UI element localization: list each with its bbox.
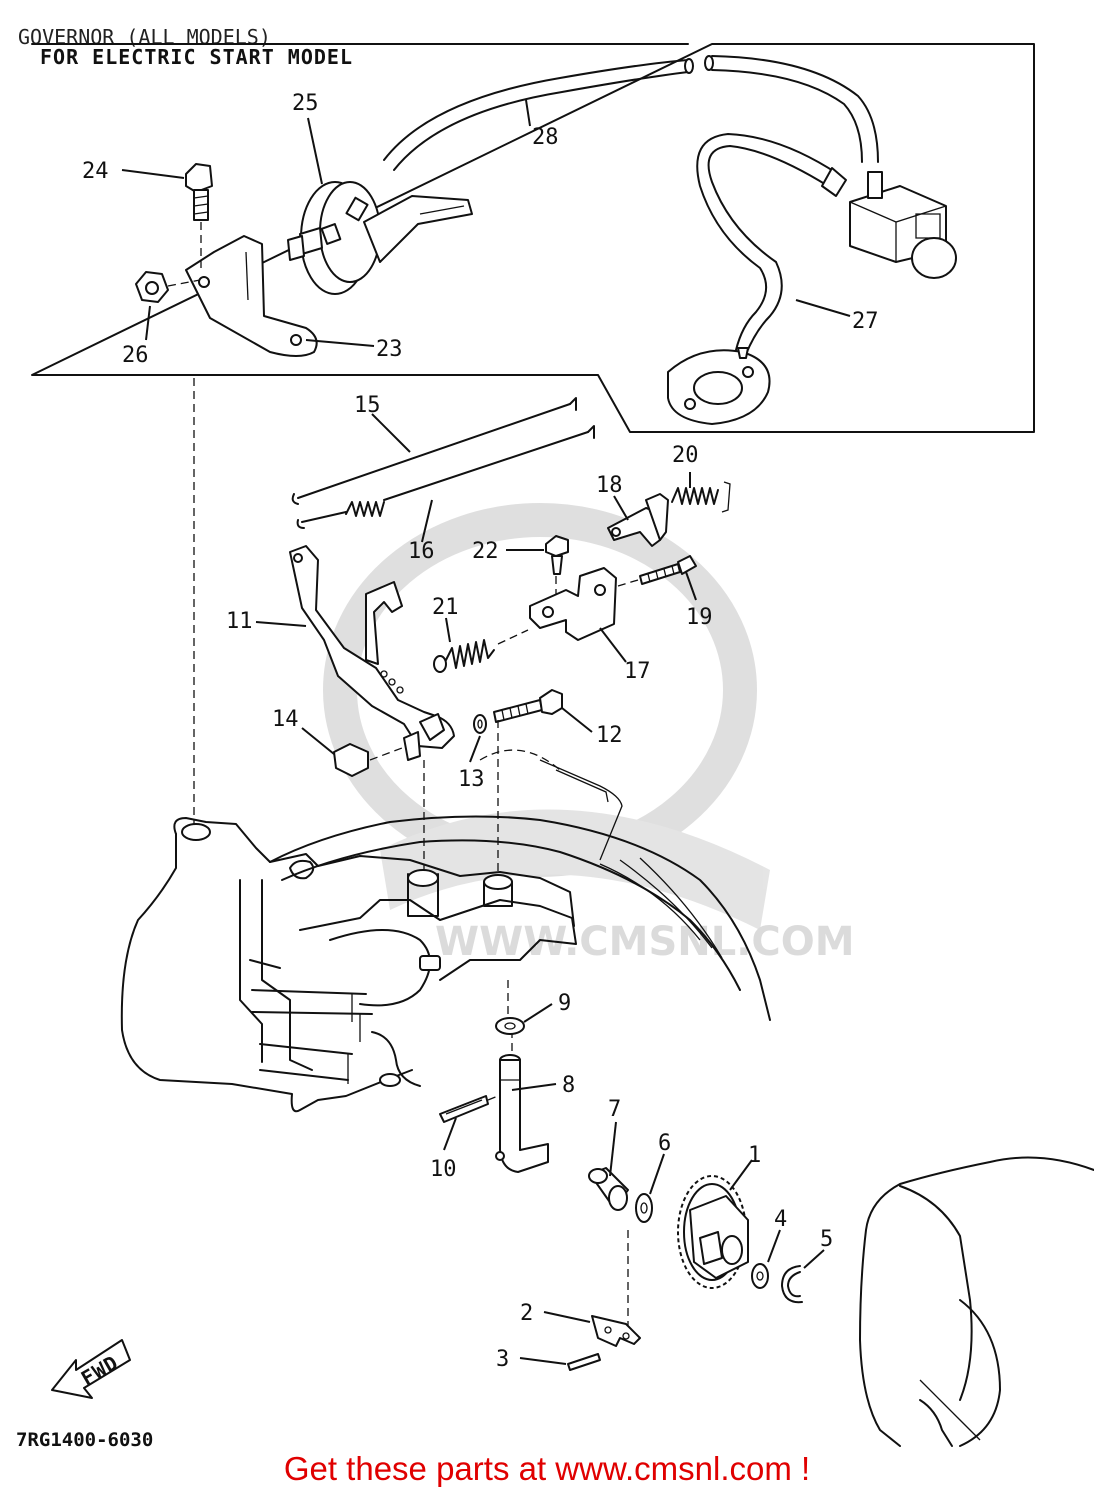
pin-3	[567, 1353, 601, 1371]
spring-20	[671, 481, 731, 513]
vacuum-diaphragm-25	[287, 181, 473, 295]
pin-10	[439, 1095, 499, 1123]
part-number-12: 12	[596, 723, 623, 748]
part-number-16: 16	[408, 539, 435, 564]
part-number-26: 26	[122, 343, 149, 368]
shaft-7	[588, 1167, 629, 1211]
rod-15	[291, 397, 577, 505]
governor-gear-1	[677, 1175, 749, 1289]
part-number-3: 3	[496, 1347, 509, 1372]
part-number-9: 9	[558, 991, 571, 1016]
bolt-24	[185, 163, 213, 268]
part-number-24: 24	[82, 159, 109, 184]
lever-11	[289, 545, 455, 761]
part-number-1: 1	[748, 1143, 761, 1168]
link-18	[607, 493, 669, 547]
washer-4	[751, 1263, 769, 1289]
part-number-25: 25	[292, 91, 319, 116]
bracket-17	[529, 567, 617, 641]
part-number-27: 27	[852, 309, 879, 334]
part-number-21: 21	[432, 595, 459, 620]
inset-frame	[31, 43, 1035, 433]
bolt-12	[493, 689, 563, 723]
inset-title: FOR ELECTRIC START MODEL	[40, 45, 353, 69]
part-number-14: 14	[272, 707, 299, 732]
bracket-23	[185, 235, 318, 357]
part-number-2: 2	[520, 1301, 533, 1326]
part-number-15: 15	[354, 393, 381, 418]
nut-14	[333, 743, 403, 777]
part-number-22: 22	[472, 539, 499, 564]
part-number-labels: 1 2 3 4 5 6 7 8 9 10 11 12 13 14 15 16 1…	[82, 91, 879, 1372]
nut-26	[135, 271, 201, 303]
spring-21	[433, 629, 529, 673]
hose-27	[696, 133, 847, 355]
part-number-5: 5	[820, 1227, 833, 1252]
watermark-text: WWW.CMSNL.COM	[435, 919, 855, 965]
part-number-7: 7	[608, 1097, 621, 1122]
crankcase	[120, 749, 771, 1113]
part-number-19: 19	[686, 605, 713, 630]
part-number-28: 28	[532, 125, 559, 150]
drawing-code: 7RG1400-6030	[16, 1429, 153, 1451]
washer-13	[473, 714, 487, 734]
leader-lines	[121, 99, 851, 1365]
vacuum-hose-28	[383, 55, 879, 171]
governor-shaft-8	[495, 1054, 549, 1173]
screw-19	[617, 555, 697, 587]
part-number-18: 18	[596, 473, 623, 498]
washer-6	[635, 1193, 653, 1223]
part-number-6: 6	[658, 1131, 671, 1156]
solenoid-valve	[849, 171, 957, 279]
part-number-4: 4	[774, 1207, 787, 1232]
circlip-5	[781, 1265, 803, 1304]
part-number-10: 10	[430, 1157, 457, 1182]
carb-flange	[667, 347, 771, 425]
part-number-13: 13	[458, 767, 485, 792]
part-number-17: 17	[624, 659, 651, 684]
part-number-23: 23	[376, 337, 403, 362]
fwd-arrow-icon: FWD	[51, 1339, 131, 1399]
part-number-8: 8	[562, 1073, 575, 1098]
part-number-11: 11	[226, 609, 253, 634]
rod-16	[296, 425, 595, 529]
engine-right-side	[859, 1156, 1094, 1447]
plate-2	[591, 1315, 641, 1347]
footer-link-text[interactable]: Get these parts at www.cmsnl.com !	[283, 1450, 811, 1487]
part-number-20: 20	[672, 443, 699, 468]
washer-9	[495, 1017, 525, 1035]
screw-22	[545, 535, 569, 600]
